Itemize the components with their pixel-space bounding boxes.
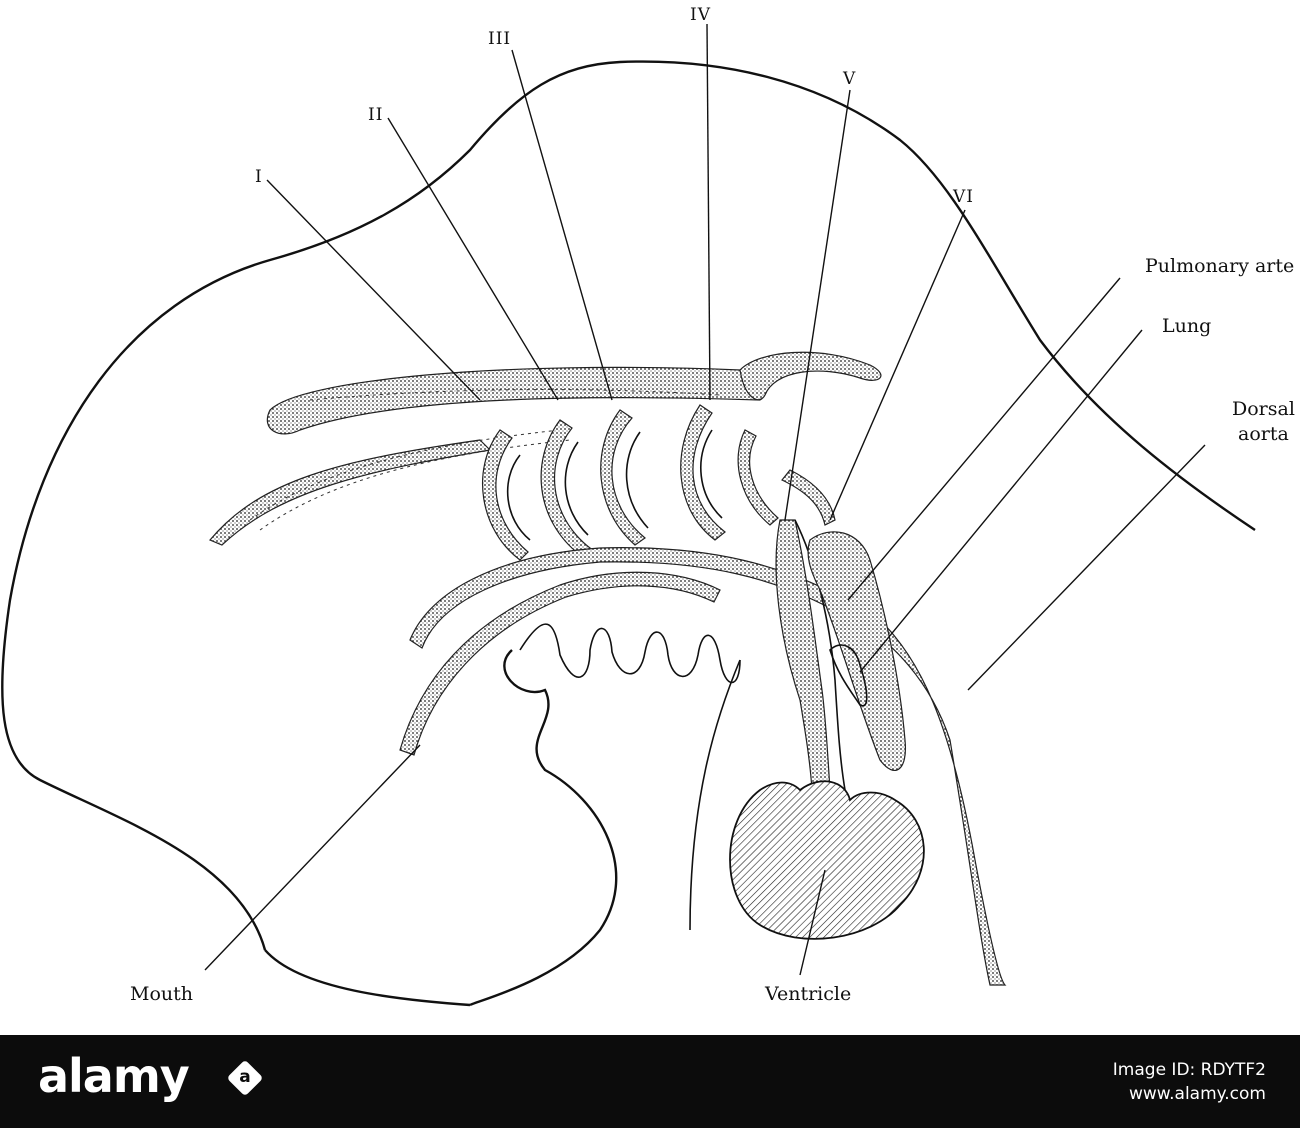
leader-arch-1 bbox=[266, 179, 481, 401]
alamy-badge-icon: a bbox=[226, 1059, 264, 1097]
leader-arch-4 bbox=[706, 23, 711, 401]
gill-bar-2 bbox=[564, 441, 589, 536]
leader-arch-5 bbox=[784, 89, 851, 521]
dotted-contour-2 bbox=[259, 439, 571, 531]
embryo-aortic-arches-diagram: I II III IV V VI Pulmonary arte Lung Dor… bbox=[1, 5, 1295, 1007]
dorsal-vessel-lower bbox=[209, 439, 492, 546]
label-mouth: Mouth bbox=[130, 983, 193, 1005]
lung-bud bbox=[807, 531, 907, 771]
arch-5 bbox=[737, 429, 779, 526]
arch-3 bbox=[600, 409, 646, 546]
arch-2 bbox=[540, 419, 592, 556]
watermark-bar: alamy a Image ID: RDYTF2 www.alamy.com bbox=[0, 1035, 1300, 1128]
aortic-loop bbox=[739, 351, 882, 401]
label-dorsal-aorta-1: Dorsal bbox=[1232, 398, 1295, 420]
arch-6 bbox=[781, 469, 836, 526]
image-id: Image ID: RDYTF2 bbox=[1112, 1060, 1266, 1080]
leader-arch-2 bbox=[387, 117, 559, 401]
ventricle-shape bbox=[729, 780, 925, 940]
embryo-outline-lower bbox=[264, 949, 471, 1007]
gill-bar-3 bbox=[625, 431, 649, 529]
arch-1 bbox=[481, 429, 529, 561]
label-arch-3: III bbox=[488, 29, 511, 49]
ventral-aorta bbox=[409, 547, 1007, 986]
lung-inner bbox=[829, 644, 868, 707]
label-pulmonary-artery: Pulmonary arte bbox=[1145, 255, 1294, 277]
embryo-outline bbox=[1, 60, 1256, 951]
label-dorsal-aorta-2: aorta bbox=[1238, 423, 1289, 445]
head-lower-bulge bbox=[469, 649, 618, 1007]
label-arch-1: I bbox=[255, 167, 263, 187]
dotted-contour-1 bbox=[249, 429, 561, 521]
pharynx-floor bbox=[399, 571, 721, 756]
arch-4 bbox=[680, 404, 726, 541]
watermark-url: www.alamy.com bbox=[1128, 1084, 1266, 1104]
label-arch-2: II bbox=[368, 105, 383, 125]
leader-lung bbox=[859, 329, 1143, 673]
leader-arch-6 bbox=[829, 209, 966, 521]
foregut bbox=[689, 659, 741, 931]
gill-bar-4 bbox=[700, 429, 723, 519]
pharyngeal-pouches bbox=[519, 623, 741, 684]
label-lung: Lung bbox=[1162, 315, 1211, 337]
leader-ventricle bbox=[799, 869, 826, 976]
gill-bar-1 bbox=[506, 454, 531, 541]
label-arch-6: VI bbox=[952, 187, 974, 207]
label-arch-5: V bbox=[842, 69, 856, 89]
leader-pulmonary bbox=[847, 277, 1121, 601]
alamy-logo: alamy bbox=[38, 1049, 190, 1103]
diagram-svg: I II III IV V VI Pulmonary arte Lung Dor… bbox=[1, 5, 1295, 1007]
label-arch-4: IV bbox=[690, 5, 711, 25]
leader-dorsal-aorta bbox=[967, 444, 1206, 691]
leader-mouth bbox=[204, 744, 421, 971]
leader-arch-3 bbox=[511, 49, 613, 401]
label-ventricle: Ventricle bbox=[764, 983, 851, 1005]
